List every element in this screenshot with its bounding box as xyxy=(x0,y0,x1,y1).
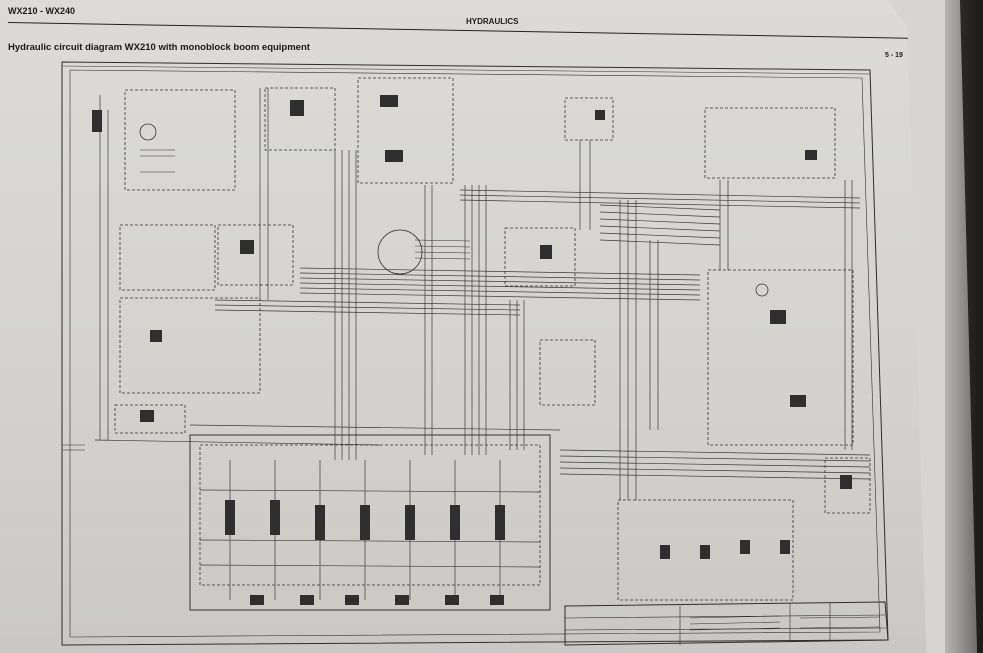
page-number: 5 - 19 xyxy=(885,52,903,59)
model-header: WX210 - WX240 xyxy=(8,6,76,16)
diagram-frame xyxy=(61,61,889,646)
page-shadow xyxy=(945,0,983,653)
text-scribbles xyxy=(62,149,881,631)
valve-symbols xyxy=(92,95,852,605)
component-boxes xyxy=(114,77,871,611)
section-header: HYDRAULICS xyxy=(466,17,519,26)
diagram-title: Hydraulic circuit diagram WX210 with mon… xyxy=(8,42,310,53)
hydraulic-lines xyxy=(94,88,871,600)
